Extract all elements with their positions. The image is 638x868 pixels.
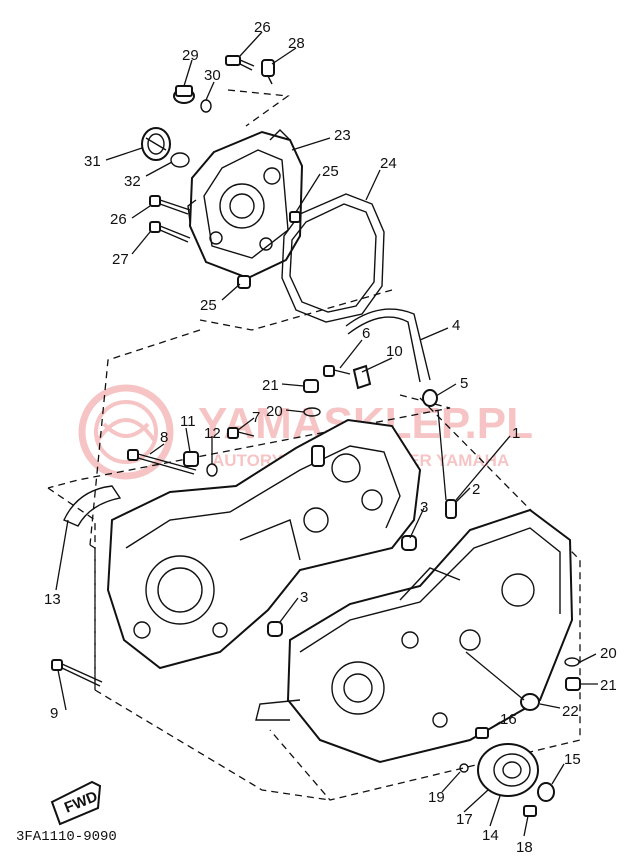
crankcase-left xyxy=(106,418,422,670)
bearing-assembly xyxy=(477,743,539,797)
seal-15 xyxy=(537,782,555,802)
callout-20: 20 xyxy=(266,403,283,420)
callout-9: 9 xyxy=(50,705,58,722)
plug-29 xyxy=(173,85,195,104)
dowel-25-upper xyxy=(289,211,301,223)
crankcase-right xyxy=(255,508,574,764)
assembly-outline xyxy=(47,89,581,801)
callout-17: 17 xyxy=(456,811,473,828)
callout-16: 16 xyxy=(500,711,517,728)
leader-lines xyxy=(55,31,598,837)
callout-23: 23 xyxy=(334,127,351,144)
bolt-26-mid xyxy=(149,195,191,215)
callout-14: 14 xyxy=(482,827,499,844)
callout-28: 28 xyxy=(288,35,305,52)
callout-27: 27 xyxy=(112,251,129,268)
plug-21-upper xyxy=(303,379,319,393)
callout-25: 25 xyxy=(200,297,217,314)
callout-3: 3 xyxy=(300,589,308,606)
callout-29: 29 xyxy=(182,47,199,64)
bolt-26-top xyxy=(225,55,255,71)
callout-24: 24 xyxy=(380,155,397,172)
callout-31: 31 xyxy=(84,153,101,170)
callout-10: 10 xyxy=(386,343,403,360)
callout-15: 15 xyxy=(564,751,581,768)
callout-4: 4 xyxy=(452,317,460,334)
callout-13: 13 xyxy=(44,591,61,608)
cover-gasket xyxy=(281,193,385,323)
clip-28 xyxy=(261,59,275,85)
watermark-logo xyxy=(78,384,174,480)
gear-cover xyxy=(187,129,304,280)
plug-21-right xyxy=(565,677,581,691)
gasket-13 xyxy=(63,485,122,527)
callout-32: 32 xyxy=(124,173,141,190)
callout-6: 6 xyxy=(362,325,370,342)
callout-1: 1 xyxy=(512,425,520,442)
callout-20: 20 xyxy=(600,645,617,662)
callout-30: 30 xyxy=(204,67,221,84)
callout-25: 25 xyxy=(322,163,339,180)
callout-22: 22 xyxy=(562,703,579,720)
callout-21: 21 xyxy=(262,377,279,394)
catalog-code: 3FA1110-9090 xyxy=(16,829,117,845)
callout-19: 19 xyxy=(428,789,445,806)
callout-7: 7 xyxy=(252,409,260,426)
pipe-20-mid xyxy=(311,445,325,467)
pin-19 xyxy=(459,763,469,773)
callout-26: 26 xyxy=(254,19,271,36)
callout-3: 3 xyxy=(420,499,428,516)
dowel-3-right xyxy=(401,535,417,551)
dowel-3-left xyxy=(267,621,283,637)
plug-31 xyxy=(141,127,171,161)
callout-11: 11 xyxy=(180,413,196,430)
callout-2: 2 xyxy=(472,481,480,498)
bolt-6 xyxy=(323,365,351,377)
plug-11 xyxy=(183,451,199,467)
bolt-8 xyxy=(127,449,197,475)
bolt-7 xyxy=(227,427,255,439)
fwd-arrow: FWD xyxy=(50,780,102,826)
seal-22 xyxy=(520,693,540,711)
callout-21: 21 xyxy=(600,677,617,694)
callout-12: 12 xyxy=(204,425,221,442)
dowel-25-lower xyxy=(237,275,251,289)
callouts: 26 28 29 30 23 31 32 25 24 26 27 25 4 6 … xyxy=(44,19,617,856)
callout-5: 5 xyxy=(460,375,468,392)
oring-32 xyxy=(170,152,190,168)
callout-8: 8 xyxy=(160,429,168,446)
callout-26: 26 xyxy=(110,211,127,228)
pin-16 xyxy=(475,727,489,739)
bolt-18 xyxy=(523,805,537,817)
bolt-9 xyxy=(51,659,103,687)
breather-hose xyxy=(345,308,431,383)
bracket-10 xyxy=(352,364,372,390)
bolt-27 xyxy=(149,221,191,243)
washer-20-right xyxy=(564,657,580,667)
clamp-5 xyxy=(422,389,438,407)
pipe-2 xyxy=(445,499,457,519)
oring-30 xyxy=(200,99,212,113)
callout-18: 18 xyxy=(516,839,533,856)
